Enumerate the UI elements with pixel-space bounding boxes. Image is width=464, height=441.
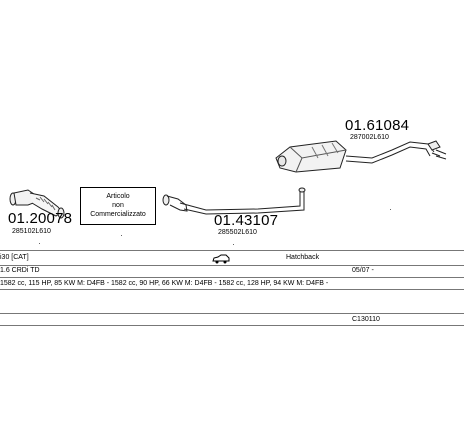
part-oem-middle: 285502L610 xyxy=(218,229,257,236)
notice-line-1: Articolo xyxy=(106,193,130,200)
not-available-notice: Articolo non Commercializzato xyxy=(80,187,156,225)
table-divider xyxy=(0,250,464,251)
part-code-middle[interactable]: 01.43107 xyxy=(214,212,279,229)
notice-line-2: non xyxy=(112,202,124,209)
table-divider xyxy=(0,265,464,266)
table-divider xyxy=(0,325,464,326)
vehicle-ref-code: C130110 xyxy=(352,316,380,323)
vehicle-body-type: Hatchback xyxy=(286,254,320,261)
part-code-rear[interactable]: 01.61084 xyxy=(345,117,410,134)
vehicle-specs: 1582 cc, 115 HP, 85 KW M: D4FB - 1582 cc… xyxy=(0,280,329,287)
rear-silencer-drawing xyxy=(275,140,447,173)
front-pipe-drawing xyxy=(9,189,65,219)
middle-pipe-drawing xyxy=(162,187,306,215)
table-divider xyxy=(0,289,464,290)
vehicle-date: 05/07 - xyxy=(352,267,374,274)
part-oem-rear: 287002L610 xyxy=(350,134,389,141)
leader-dots xyxy=(39,209,391,245)
table-divider xyxy=(0,313,464,314)
table-divider xyxy=(0,277,464,278)
vehicle-model: i30 [CAT] xyxy=(0,254,29,261)
car-icon xyxy=(212,254,230,264)
part-code-front[interactable]: 01.20078 xyxy=(8,210,73,227)
part-oem-front: 285102L610 xyxy=(12,228,51,235)
notice-line-3: Commercializzato xyxy=(90,211,146,218)
vehicle-engine: 1.6 CRDi TD xyxy=(0,267,40,274)
